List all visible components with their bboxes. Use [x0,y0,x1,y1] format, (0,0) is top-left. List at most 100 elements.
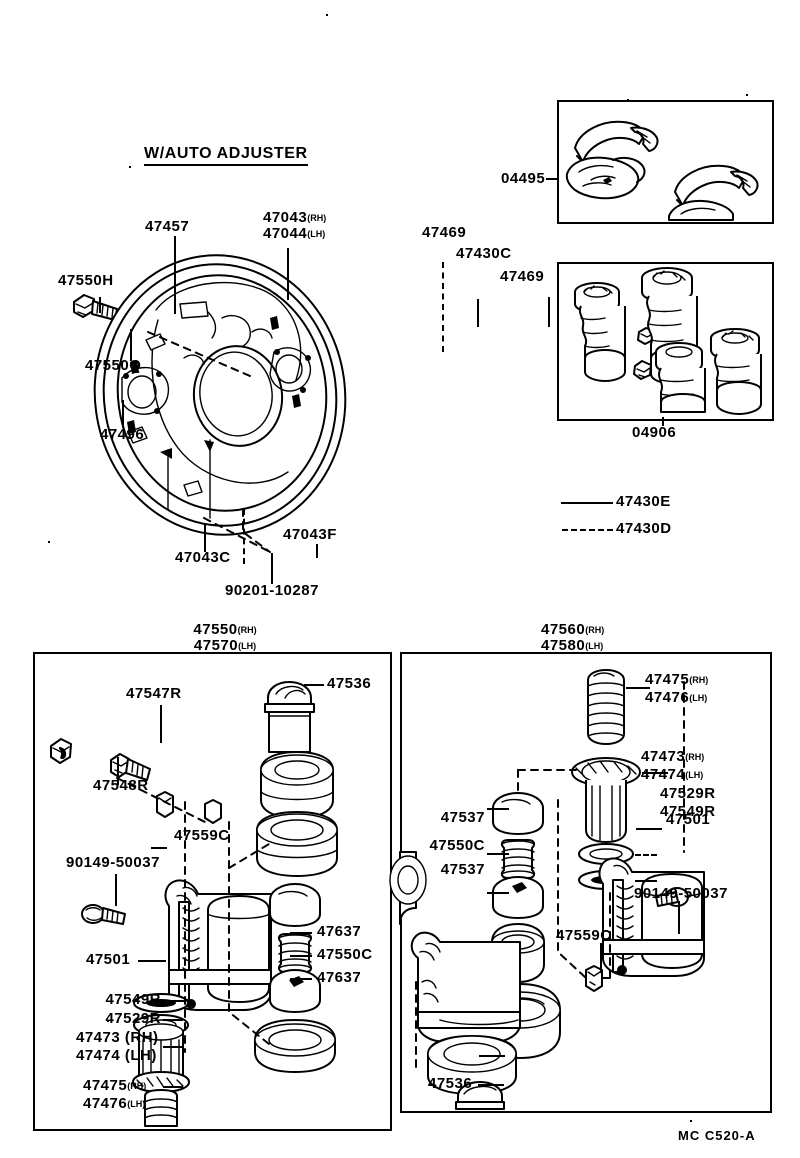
label-47044-suffix: (LH) [307,229,326,239]
part-47550H [73,294,118,321]
leader-pr-47537b [487,892,509,894]
label-47043F: 47043F [283,526,337,543]
label-pr-47559C: 47559C [556,927,612,944]
leader-pr-47473 [642,772,668,774]
label-pr-47474-suffix: (LH) [685,770,704,780]
label-47043-47044: 47043(RH) 47044(LH) [263,210,326,242]
sheet-code: MC C520-A [678,1128,756,1143]
leader-pl-47637a [290,932,312,934]
leader-04906 [662,417,664,426]
speck [326,14,328,16]
inset-box-04495 [557,100,774,224]
label-47550Q: 47550Q [85,357,142,374]
panel-left-header-lh-number: 47570 [193,637,239,654]
label-90201-10287: 90201-10287 [225,582,319,599]
leader-pr-47529R [635,854,657,856]
speck [129,166,131,168]
leader-pr-47559C [600,943,602,973]
label-pr-47549R: 47549R [660,803,716,820]
leader-47430C [477,299,479,327]
label-pl-47637-lower: 47637 [317,969,362,986]
leader-47043 [287,248,289,300]
label-47469-upper: 47469 [422,224,467,241]
leader-pr-47537a [487,808,509,810]
leader-pl-47547R [160,705,162,743]
leader-pl-47549R [163,1000,185,1002]
label-pl-47474-suffix: (LH) [120,1047,157,1064]
leader-90201 [271,553,273,584]
leader-pr-90149 [678,901,680,934]
leader-pr-47536 [479,1055,505,1057]
label-pr-47474-number: 47474 [641,766,686,783]
inset-box-04906 [557,262,774,421]
label-pr-47537-lower: 47537 [440,861,485,878]
leader-47430D [562,529,613,531]
leader-pl-47548R [117,757,119,785]
inset-label-04495: 04495 [501,170,546,187]
label-pl-47536: 47536 [327,675,372,692]
leader-pl-47501 [138,960,166,962]
speck [746,94,748,96]
label-pl-47474-number: 47474 [76,1047,121,1064]
part-47457 [170,309,242,383]
label-47044-number: 47044 [263,225,308,242]
panel-left-header-rh-suffix: (RH) [237,625,257,635]
label-pl-47476-suffix: (LH) [127,1099,146,1109]
leader-pr-47475 [626,687,650,689]
leader-04495 [546,178,558,180]
label-pr-47475-suffix: (RH) [689,675,709,685]
label-pr-47550C: 47550C [429,837,485,854]
label-47496: 47496 [100,426,145,443]
section-title: W/AUTO ADJUSTER [144,145,308,166]
label-pr-47537-upper: 47537 [440,809,485,826]
leader-47043F [316,544,318,558]
label-pr-47476: 47476(LH) [645,690,707,706]
label-pl-47475-suffix: (RH) [127,1081,147,1091]
guide-dash-upper [442,262,444,352]
leader-pl-90149 [115,874,117,906]
label-47043C: 47043C [175,549,231,566]
panel-right-header-rh-suffix: (RH) [585,625,605,635]
label-47043-number: 47043 [263,209,308,226]
leader-pl-47550C [290,955,312,957]
label-pr-47475-number: 47475 [645,671,690,688]
label-pr-47473-number: 47473 [641,748,686,765]
label-47469-lower: 47469 [500,268,545,285]
label-pr-47473: 47473(RH) [641,749,704,765]
leader-47496 [122,400,124,428]
leader-47043C [204,524,206,552]
label-pl-47548R: 47548R [93,777,149,794]
label-pr-47536: 47536 [428,1075,473,1092]
panel-right-header: 47560(RH) 47580(LH) [541,622,604,654]
panel-right-header-lh-suffix: (LH) [585,641,604,651]
label-pl-47476: 47476(LH) [83,1096,145,1112]
speck [690,1120,692,1122]
label-pl-47501: 47501 [86,951,131,968]
inset-label-04906: 04906 [632,424,677,441]
leader-47550Q [130,329,132,361]
label-pl-47473-suffix: (RH) [120,1029,159,1046]
panel-right-header-rh-number: 47560 [541,621,586,638]
speck [48,541,50,543]
label-pl-47475-number: 47475 [83,1077,128,1094]
label-pl-47473: 47473 (RH) [76,1030,159,1045]
leader-pr-47549R [635,880,657,882]
label-pr-47475: 47475(RH) [645,672,708,688]
leader-47550H [99,297,101,313]
label-pr-47501: 47501 [666,811,711,828]
label-47550H: 47550H [58,272,114,289]
label-47430D: 47430D [616,520,672,537]
leader-pl-47559C [151,847,167,849]
label-pl-47476-number: 47476 [83,1095,128,1112]
leader-47430E [561,502,613,504]
label-pr-47529R: 47529R [660,785,716,802]
speck [107,1020,109,1022]
label-pr-47476-suffix: (LH) [689,693,708,703]
guide-dashes [130,300,390,570]
label-47457: 47457 [145,218,190,235]
label-pr-47473-suffix: (RH) [685,752,705,762]
leader-47469-lower [548,297,550,327]
label-pl-47529R: 47529R [105,1010,161,1027]
guide-dash-lower [243,509,245,564]
label-47430C: 47430C [456,245,512,262]
